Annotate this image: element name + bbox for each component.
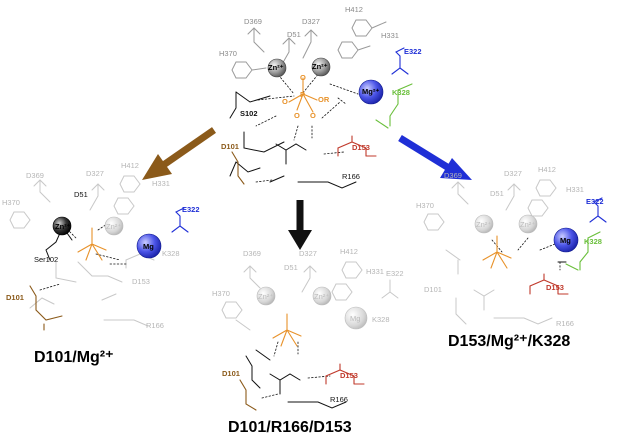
label-mid-h331: H331 [366,267,384,276]
label-right-d101: D101 [424,285,442,294]
label-right-mg: Mg [560,236,571,245]
label-mid-r166: R166 [330,395,348,404]
panel-right-title: D153/Mg²⁺/K328 [448,333,570,350]
label-e322: E322 [404,47,422,56]
label-mg: Mg²⁺ [362,87,379,96]
label-mid-zn-b: Zn²⁺ [314,292,329,301]
zn-ion-a [267,58,287,78]
zn-ion-left-dark [52,216,72,236]
label-right-d153: D153 [546,283,564,292]
atom-or: OR [318,95,330,104]
label-left-e322: E322 [182,205,200,214]
label-left-d369: D369 [26,171,44,180]
label-d327: D327 [302,17,320,26]
label-zn-b: Zn²⁺ [312,62,328,71]
atom-o-left: O [282,97,288,106]
label-k328: K328 [392,88,410,97]
label-left-h412: H412 [121,161,139,170]
zn-ion-mid-a [256,286,276,306]
label-left-d51: D51 [74,190,88,199]
panel-left-title: D101/Mg²⁺ [34,349,114,366]
label-mid-d369: D369 [243,249,261,258]
zn-ion-right-a [474,214,494,234]
label-left-zn-a: Zn²⁺ [55,222,71,231]
label-right-r166: R166 [556,319,574,328]
zn-ion-mid-b [312,286,332,306]
label-right-d369: D369 [444,171,462,180]
label-left-h331: H331 [152,179,170,188]
panel-right-labels: D369 D327 H412 D51 H331 H370 E322 K328 D… [416,165,604,350]
label-right-k328: K328 [584,237,602,246]
atom-o-top: O [300,73,306,82]
label-d153: D153 [352,143,370,152]
label-mid-d327: D327 [299,249,317,258]
arrow-to-left [142,127,216,180]
panel-middle-title: D101/R166/D153 [228,419,352,436]
mg-ion [358,79,384,105]
label-left-h370: H370 [2,198,20,207]
mg-ion-mid [344,306,368,330]
label-mid-h412: H412 [340,247,358,256]
label-mid-h370: H370 [212,289,230,298]
arrow-to-middle [288,200,312,250]
label-h331: H331 [381,31,399,40]
label-right-e322: E322 [586,197,604,206]
label-right-d51: D51 [490,189,504,198]
label-left-zn-b: Zn²⁺ [106,222,121,231]
arrow-to-right [398,135,472,180]
label-mid-k328: K328 [372,315,390,324]
panel-middle-labels: D369 D327 H412 D51 H331 H370 E322 K328 D… [212,247,404,436]
label-r166: R166 [342,172,360,181]
mg-ion-left [136,233,162,259]
label-left-k328: K328 [162,249,180,258]
mg-ion-right [553,227,579,253]
label-right-h331: H331 [566,185,584,194]
zn-ion-b [311,57,331,77]
panel-top-labels: D369 D327 H412 D51 H331 H370 E322 K328 S… [219,5,422,181]
atom-p: P [300,90,305,99]
label-d51: D51 [287,30,301,39]
label-h412: H412 [345,5,363,14]
label-mid-d51: D51 [284,263,298,272]
atom-o-bottom: O [294,111,300,120]
label-right-h370: H370 [416,201,434,210]
atom-o-right: O [310,111,316,120]
label-left-ser102: Ser102 [34,255,58,264]
label-s102: S102 [240,109,258,118]
panel-left-labels: D369 D327 H412 D51 H331 H370 E322 K328 S… [2,161,200,366]
panel-left-mechanism [9,175,189,331]
label-d101: D101 [221,142,239,151]
panel-top-mechanism [229,19,413,189]
label-zn-a: Zn²⁺ [268,63,284,72]
label-right-d327: D327 [504,169,522,178]
label-left-d153: D153 [132,277,150,286]
label-right-zn-b: Zn²⁺ [520,220,535,229]
label-left-d101: D101 [6,293,24,302]
label-mid-d153: D153 [340,371,358,380]
label-left-mg: Mg [143,242,154,251]
label-left-d327: D327 [86,169,104,178]
label-right-h412: H412 [538,165,556,174]
label-h370: H370 [219,49,237,58]
panel-right-mechanism [423,179,607,325]
label-mid-zn-a: Zn²⁺ [258,292,273,301]
label-left-r166: R166 [146,321,164,330]
label-right-zn-a: Zn²⁺ [476,220,491,229]
label-mid-mg: Mg [350,314,360,323]
zn-ion-right-b [518,214,538,234]
label-mid-e322: E322 [386,269,404,278]
label-d369: D369 [244,17,262,26]
label-mid-d101: D101 [222,369,240,378]
panel-middle-mechanism [221,261,399,411]
zn-ion-left-light [104,216,124,236]
